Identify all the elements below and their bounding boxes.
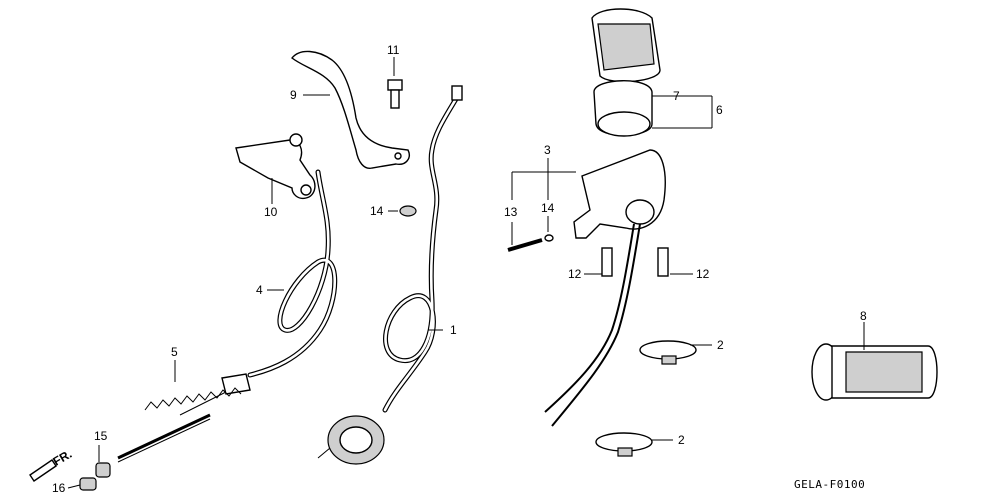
callout-14-right: 14 bbox=[541, 201, 555, 215]
washer bbox=[544, 234, 554, 242]
return-spring bbox=[144, 387, 242, 411]
nut-left bbox=[399, 205, 417, 217]
callout-14-left: 14 bbox=[370, 204, 384, 218]
left-handlebar-grip bbox=[811, 343, 938, 401]
adjuster-nut bbox=[95, 462, 111, 478]
callout-1: 1 bbox=[450, 323, 457, 337]
callout-3: 3 bbox=[544, 143, 551, 157]
callout-11: 11 bbox=[387, 43, 400, 57]
callouts: 1 2 2 3 4 5 6 7 8 9 10 11 12 12 13 14 14… bbox=[52, 43, 867, 495]
callout-16: 16 bbox=[52, 481, 66, 495]
throttle-switch-housing bbox=[573, 149, 666, 239]
screw-left bbox=[601, 247, 613, 277]
diagram-code: GELA-F0100 bbox=[794, 478, 865, 491]
callout-12-left: 12 bbox=[568, 267, 582, 281]
clutch-lever bbox=[291, 50, 410, 169]
callout-9: 9 bbox=[290, 88, 297, 102]
leader-lines bbox=[67, 57, 865, 489]
callout-10: 10 bbox=[264, 205, 278, 219]
throttle-housing bbox=[317, 415, 385, 465]
callout-12-right: 12 bbox=[696, 267, 710, 281]
cable-adjuster-rod bbox=[117, 413, 211, 463]
throttle-cable-a bbox=[179, 169, 338, 416]
wire-clamp-lower bbox=[595, 432, 653, 457]
callout-4: 4 bbox=[256, 283, 263, 297]
lock-nut bbox=[79, 477, 97, 491]
lever-pivot-bolt bbox=[387, 79, 403, 109]
screw-right bbox=[657, 247, 669, 277]
throttle-grip-pipe bbox=[591, 8, 661, 137]
callout-2-lower: 2 bbox=[678, 433, 685, 447]
callout-7: 7 bbox=[673, 89, 680, 103]
callout-5: 5 bbox=[171, 345, 178, 359]
wire-clamp-upper bbox=[639, 340, 697, 365]
lever-bracket bbox=[235, 133, 316, 200]
callout-8: 8 bbox=[860, 309, 867, 323]
switch-wire-harness bbox=[544, 223, 641, 427]
callout-13: 13 bbox=[504, 205, 518, 219]
throttle-cable-b bbox=[382, 85, 463, 413]
callout-15: 15 bbox=[94, 429, 108, 443]
callout-2-upper: 2 bbox=[717, 338, 724, 352]
front-direction-arrow: FR. bbox=[29, 447, 74, 482]
callout-6: 6 bbox=[716, 103, 723, 117]
housing-bolt bbox=[507, 238, 543, 252]
